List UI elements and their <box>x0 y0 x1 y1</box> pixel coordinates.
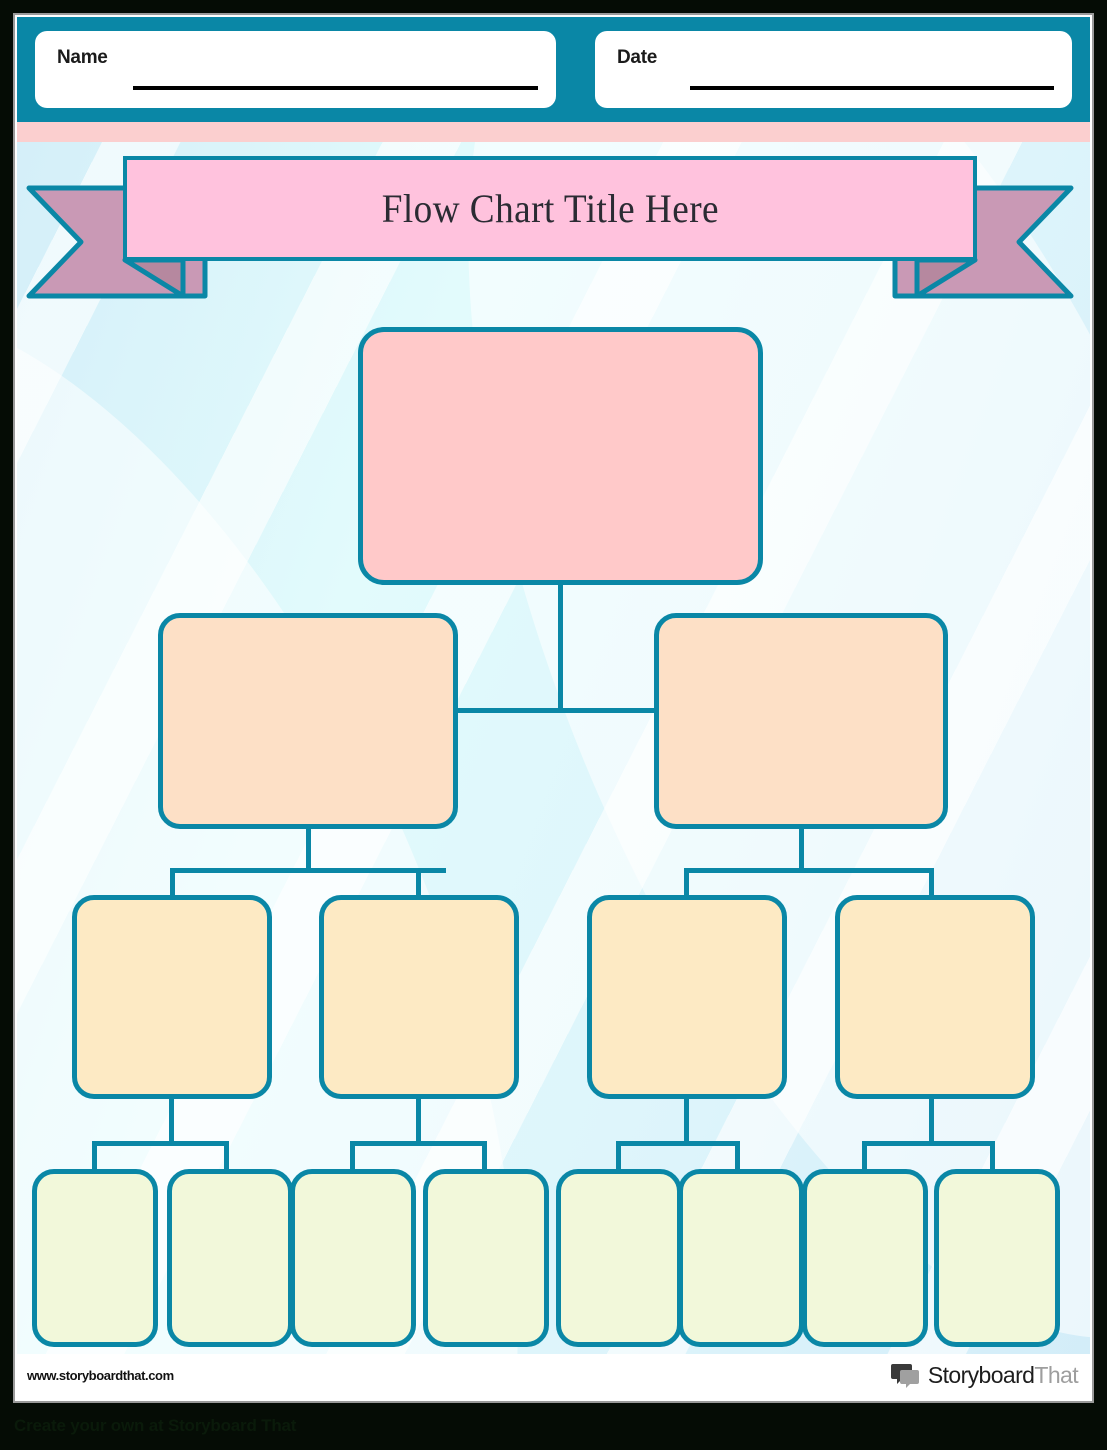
flow-node-level3-2[interactable] <box>319 895 519 1099</box>
flow-node-level4-1[interactable] <box>32 1169 158 1347</box>
connector-n4e-up <box>616 1141 621 1171</box>
connector-n4g-up <box>862 1141 867 1171</box>
connector-n3a-up <box>170 868 175 899</box>
header-band: Name Date <box>17 17 1090 122</box>
footer-url[interactable]: www.storyboardthat.com <box>27 1368 174 1383</box>
connector-n2a-down <box>306 829 311 871</box>
connector-n3d-bar <box>862 1141 995 1146</box>
worksheet-body: Flow Chart Title Here <box>17 142 1090 1354</box>
connector-n3a-bar <box>92 1141 229 1146</box>
flow-node-level4-7[interactable] <box>802 1169 928 1347</box>
date-write-line[interactable] <box>690 86 1054 90</box>
connector-n3d-up <box>929 868 934 899</box>
connector-n4f-up <box>735 1141 740 1171</box>
footer: www.storyboardthat.com StoryboardThat <box>17 1354 1090 1399</box>
flow-node-level4-6[interactable] <box>678 1169 804 1347</box>
logo-wordmark: StoryboardThat <box>927 1362 1079 1389</box>
flow-chart <box>17 142 1090 1354</box>
flow-node-level4-3[interactable] <box>290 1169 416 1347</box>
connector-n4c-up <box>350 1141 355 1171</box>
connector-n4d-up <box>482 1141 487 1171</box>
bottom-note: Create your own at Storyboard That <box>14 1416 297 1435</box>
date-label: Date <box>617 47 657 68</box>
name-label: Name <box>57 47 108 68</box>
flow-node-level2-left[interactable] <box>158 613 458 829</box>
flow-node-root[interactable] <box>358 327 763 585</box>
worksheet-sheet: Name Date <box>17 17 1090 1399</box>
logo-word-primary: Storyboard <box>927 1362 1035 1388</box>
page-title: Flow Chart Title Here <box>381 186 719 231</box>
connector-n3b-bar <box>350 1141 487 1146</box>
connector-root-down <box>558 585 563 713</box>
connector-n3b-up <box>416 868 421 899</box>
flow-node-level4-5[interactable] <box>556 1169 682 1347</box>
title-banner: Flow Chart Title Here <box>25 156 1075 301</box>
flow-node-level3-4[interactable] <box>835 895 1035 1099</box>
speech-bubble-icon <box>890 1362 921 1389</box>
flow-node-level3-1[interactable] <box>72 895 272 1099</box>
flow-node-level4-8[interactable] <box>934 1169 1060 1347</box>
logo-word-secondary: That <box>1034 1362 1078 1388</box>
name-write-line[interactable] <box>133 86 538 90</box>
connector-n3b-down <box>416 1099 421 1144</box>
connector-n2b-bar <box>684 868 934 873</box>
connector-n3c-down <box>684 1099 689 1144</box>
flow-node-level4-2[interactable] <box>167 1169 293 1347</box>
flow-node-level2-right[interactable] <box>654 613 948 829</box>
name-field[interactable]: Name <box>35 31 556 108</box>
connector-n3a-down <box>169 1099 174 1144</box>
ribbon-tails <box>26 185 1074 299</box>
connector-n2a-bar <box>170 868 446 873</box>
flow-node-level4-4[interactable] <box>423 1169 549 1347</box>
storyboardthat-logo[interactable]: StoryboardThat <box>890 1362 1079 1389</box>
connector-root-bar <box>306 708 810 713</box>
pink-accent-strip <box>17 122 1090 142</box>
connector-n4a-up <box>92 1141 97 1171</box>
connector-n4b-up <box>224 1141 229 1171</box>
flow-node-level3-3[interactable] <box>587 895 787 1099</box>
connector-n3c-up <box>684 868 689 899</box>
connector-n2b-down <box>799 829 804 871</box>
ribbon-center: Flow Chart Title Here <box>123 156 977 261</box>
connector-n3c-bar <box>616 1141 740 1146</box>
connector-n3d-down <box>929 1099 934 1144</box>
connector-n4h-up <box>990 1141 995 1171</box>
date-field[interactable]: Date <box>595 31 1072 108</box>
